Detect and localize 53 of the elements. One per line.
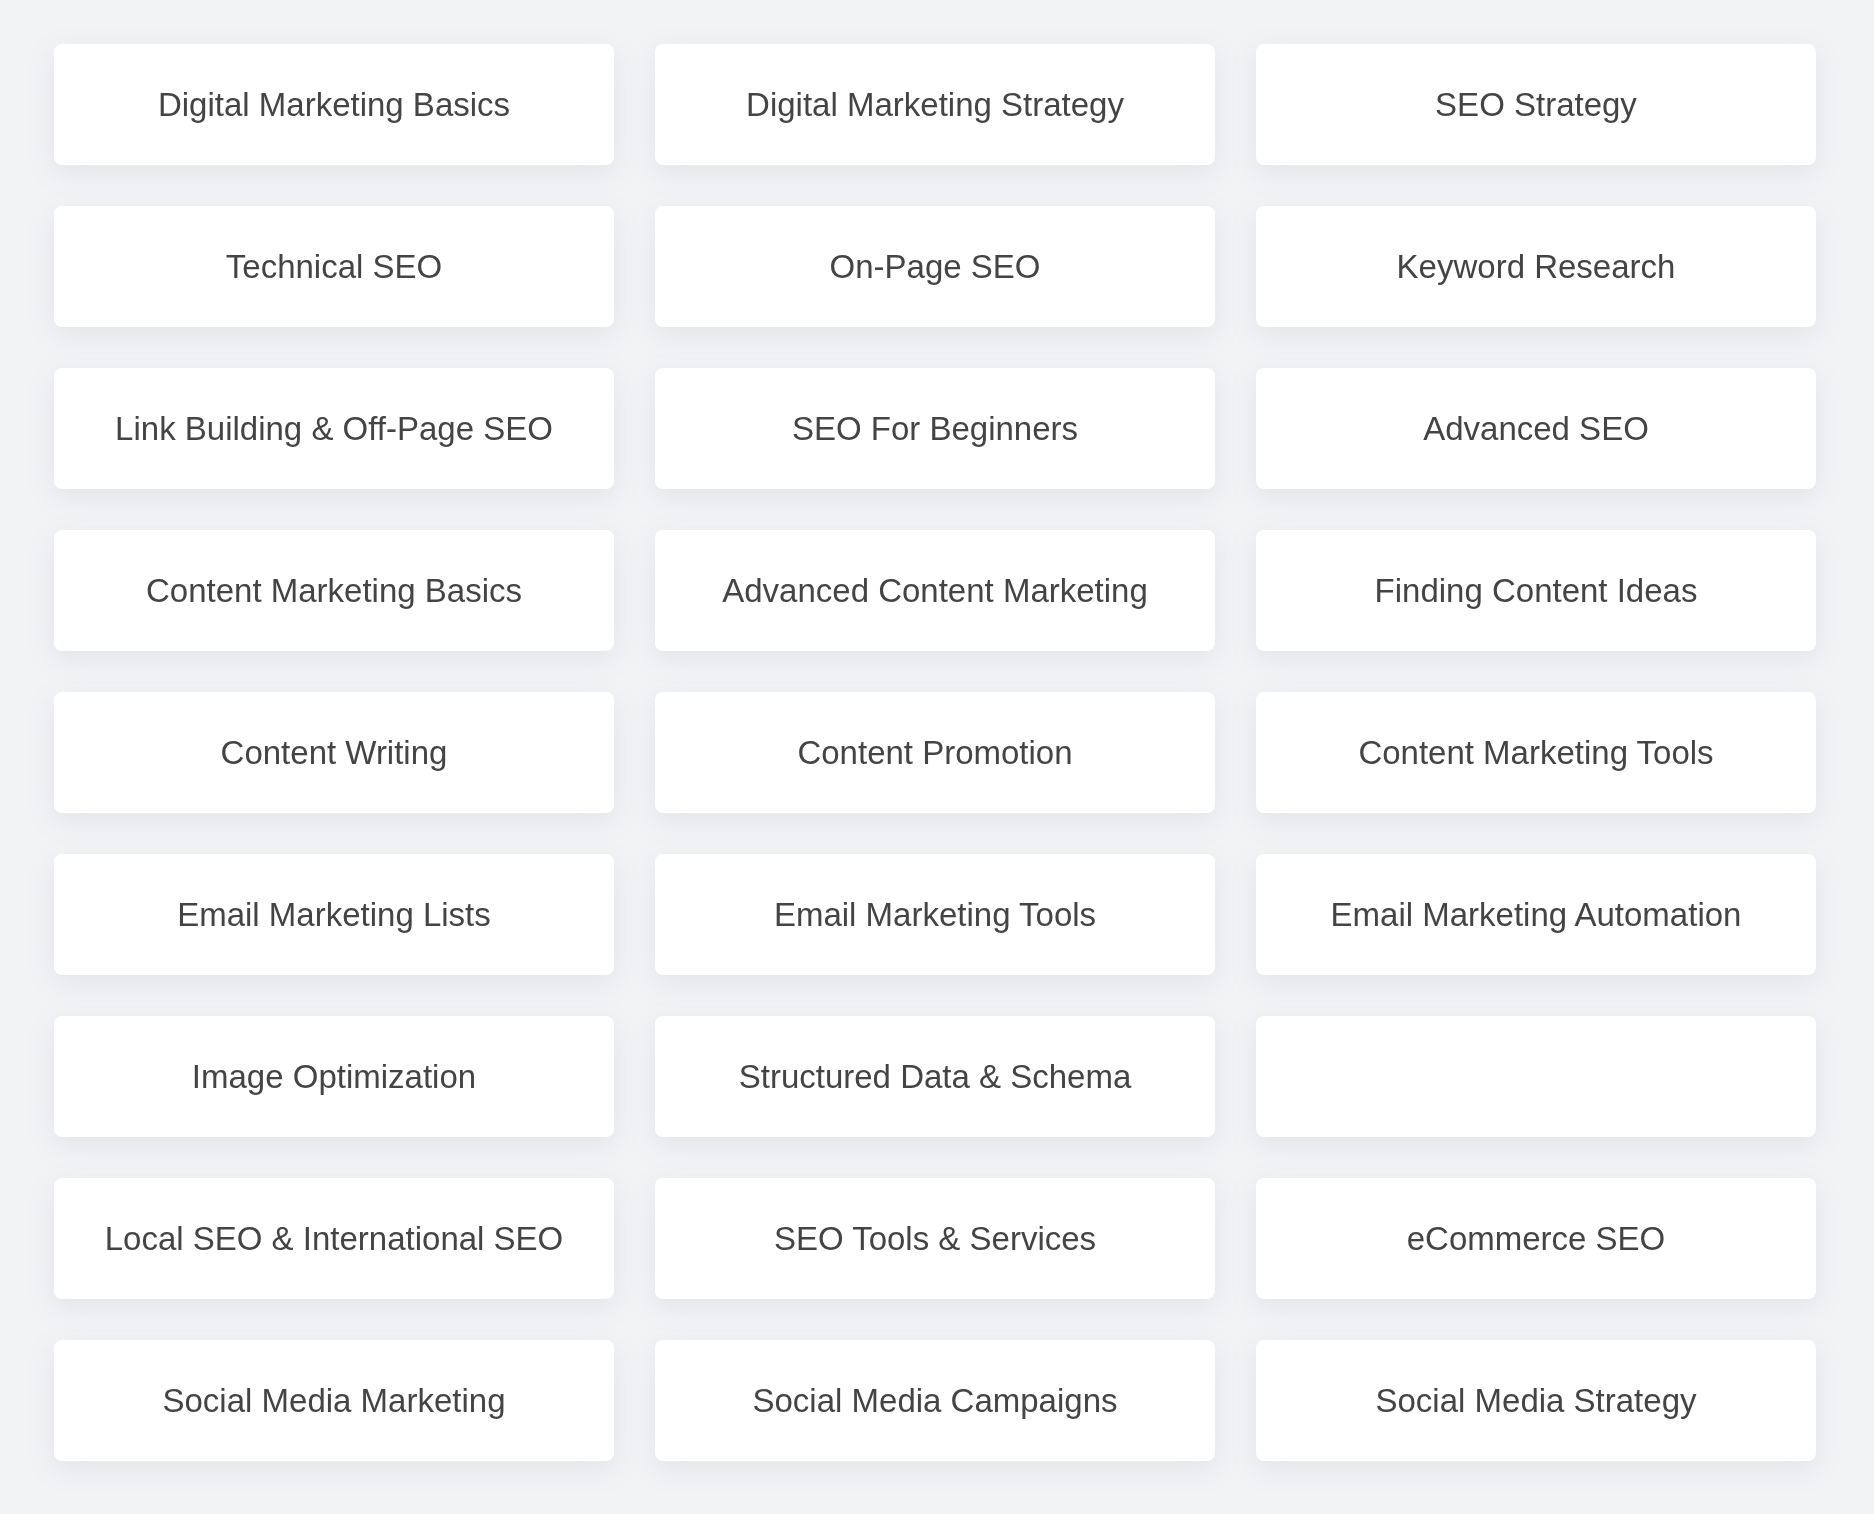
topic-label: Content Writing xyxy=(220,732,448,773)
topic-card xyxy=(1256,1340,1816,1461)
topic-card xyxy=(1256,692,1816,813)
topic-label: Image Optimization xyxy=(191,1056,477,1097)
topic-label: SEO For Beginners xyxy=(791,408,1079,449)
topic-label: Email Marketing Lists xyxy=(177,894,491,935)
topic-label: eCommerce SEO xyxy=(1406,1218,1666,1259)
topic-label: Structured Data & Schema xyxy=(738,1056,1132,1097)
topic-card xyxy=(54,854,614,975)
topic-label: Email Marketing Tools xyxy=(773,894,1097,935)
topic-card xyxy=(1256,530,1816,651)
topic-card xyxy=(655,854,1215,975)
topic-card xyxy=(655,206,1215,327)
topic-card xyxy=(54,1340,614,1461)
topic-label: Social Media Strategy xyxy=(1375,1380,1697,1421)
topic-card xyxy=(655,1178,1215,1299)
topic-card xyxy=(54,692,614,813)
topic-label: Link Building & Off-Page SEO xyxy=(115,408,553,449)
topic-label: Technical SEO xyxy=(225,246,443,287)
topic-label: Advanced Content Marketing xyxy=(722,570,1148,611)
topic-card xyxy=(655,1016,1215,1137)
topic-label: Digital Marketing Strategy xyxy=(746,84,1124,125)
topic-card xyxy=(54,1016,614,1137)
topic-label: Local SEO & International SEO xyxy=(104,1218,564,1259)
topic-label: Email Marketing Automation xyxy=(1330,894,1742,935)
topic-card xyxy=(54,206,614,327)
topic-card xyxy=(1256,206,1816,327)
topic-label: Content Marketing Basics xyxy=(146,570,522,611)
topic-card xyxy=(54,44,614,165)
topic-label: Keyword Research xyxy=(1396,246,1676,287)
topic-card xyxy=(54,1178,614,1299)
topic-card xyxy=(54,530,614,651)
topic-label: Content Promotion xyxy=(797,732,1073,773)
topic-label: SEO Strategy xyxy=(1435,84,1637,125)
topic-label: Advanced SEO xyxy=(1423,408,1649,449)
topic-card xyxy=(1256,1016,1816,1137)
topic-card xyxy=(655,44,1215,165)
topic-card xyxy=(1256,44,1816,165)
topic-label: SEO Tools & Services xyxy=(773,1218,1097,1259)
topic-label: Digital Marketing Basics xyxy=(157,84,511,125)
topic-label: Content Marketing Tools xyxy=(1358,732,1714,773)
topic-card xyxy=(1256,1178,1816,1299)
topic-label: Social Media Marketing xyxy=(162,1380,506,1421)
topic-label: Social Media Campaigns xyxy=(752,1380,1118,1421)
topic-card xyxy=(655,530,1215,651)
topic-label: Finding Content Ideas xyxy=(1374,570,1698,611)
topic-card xyxy=(1256,368,1816,489)
topic-label: On-Page SEO xyxy=(829,246,1041,287)
topic-card xyxy=(655,692,1215,813)
topic-card xyxy=(1256,854,1816,975)
topic-card xyxy=(54,368,614,489)
topic-card xyxy=(655,1340,1215,1461)
topic-card xyxy=(655,368,1215,489)
